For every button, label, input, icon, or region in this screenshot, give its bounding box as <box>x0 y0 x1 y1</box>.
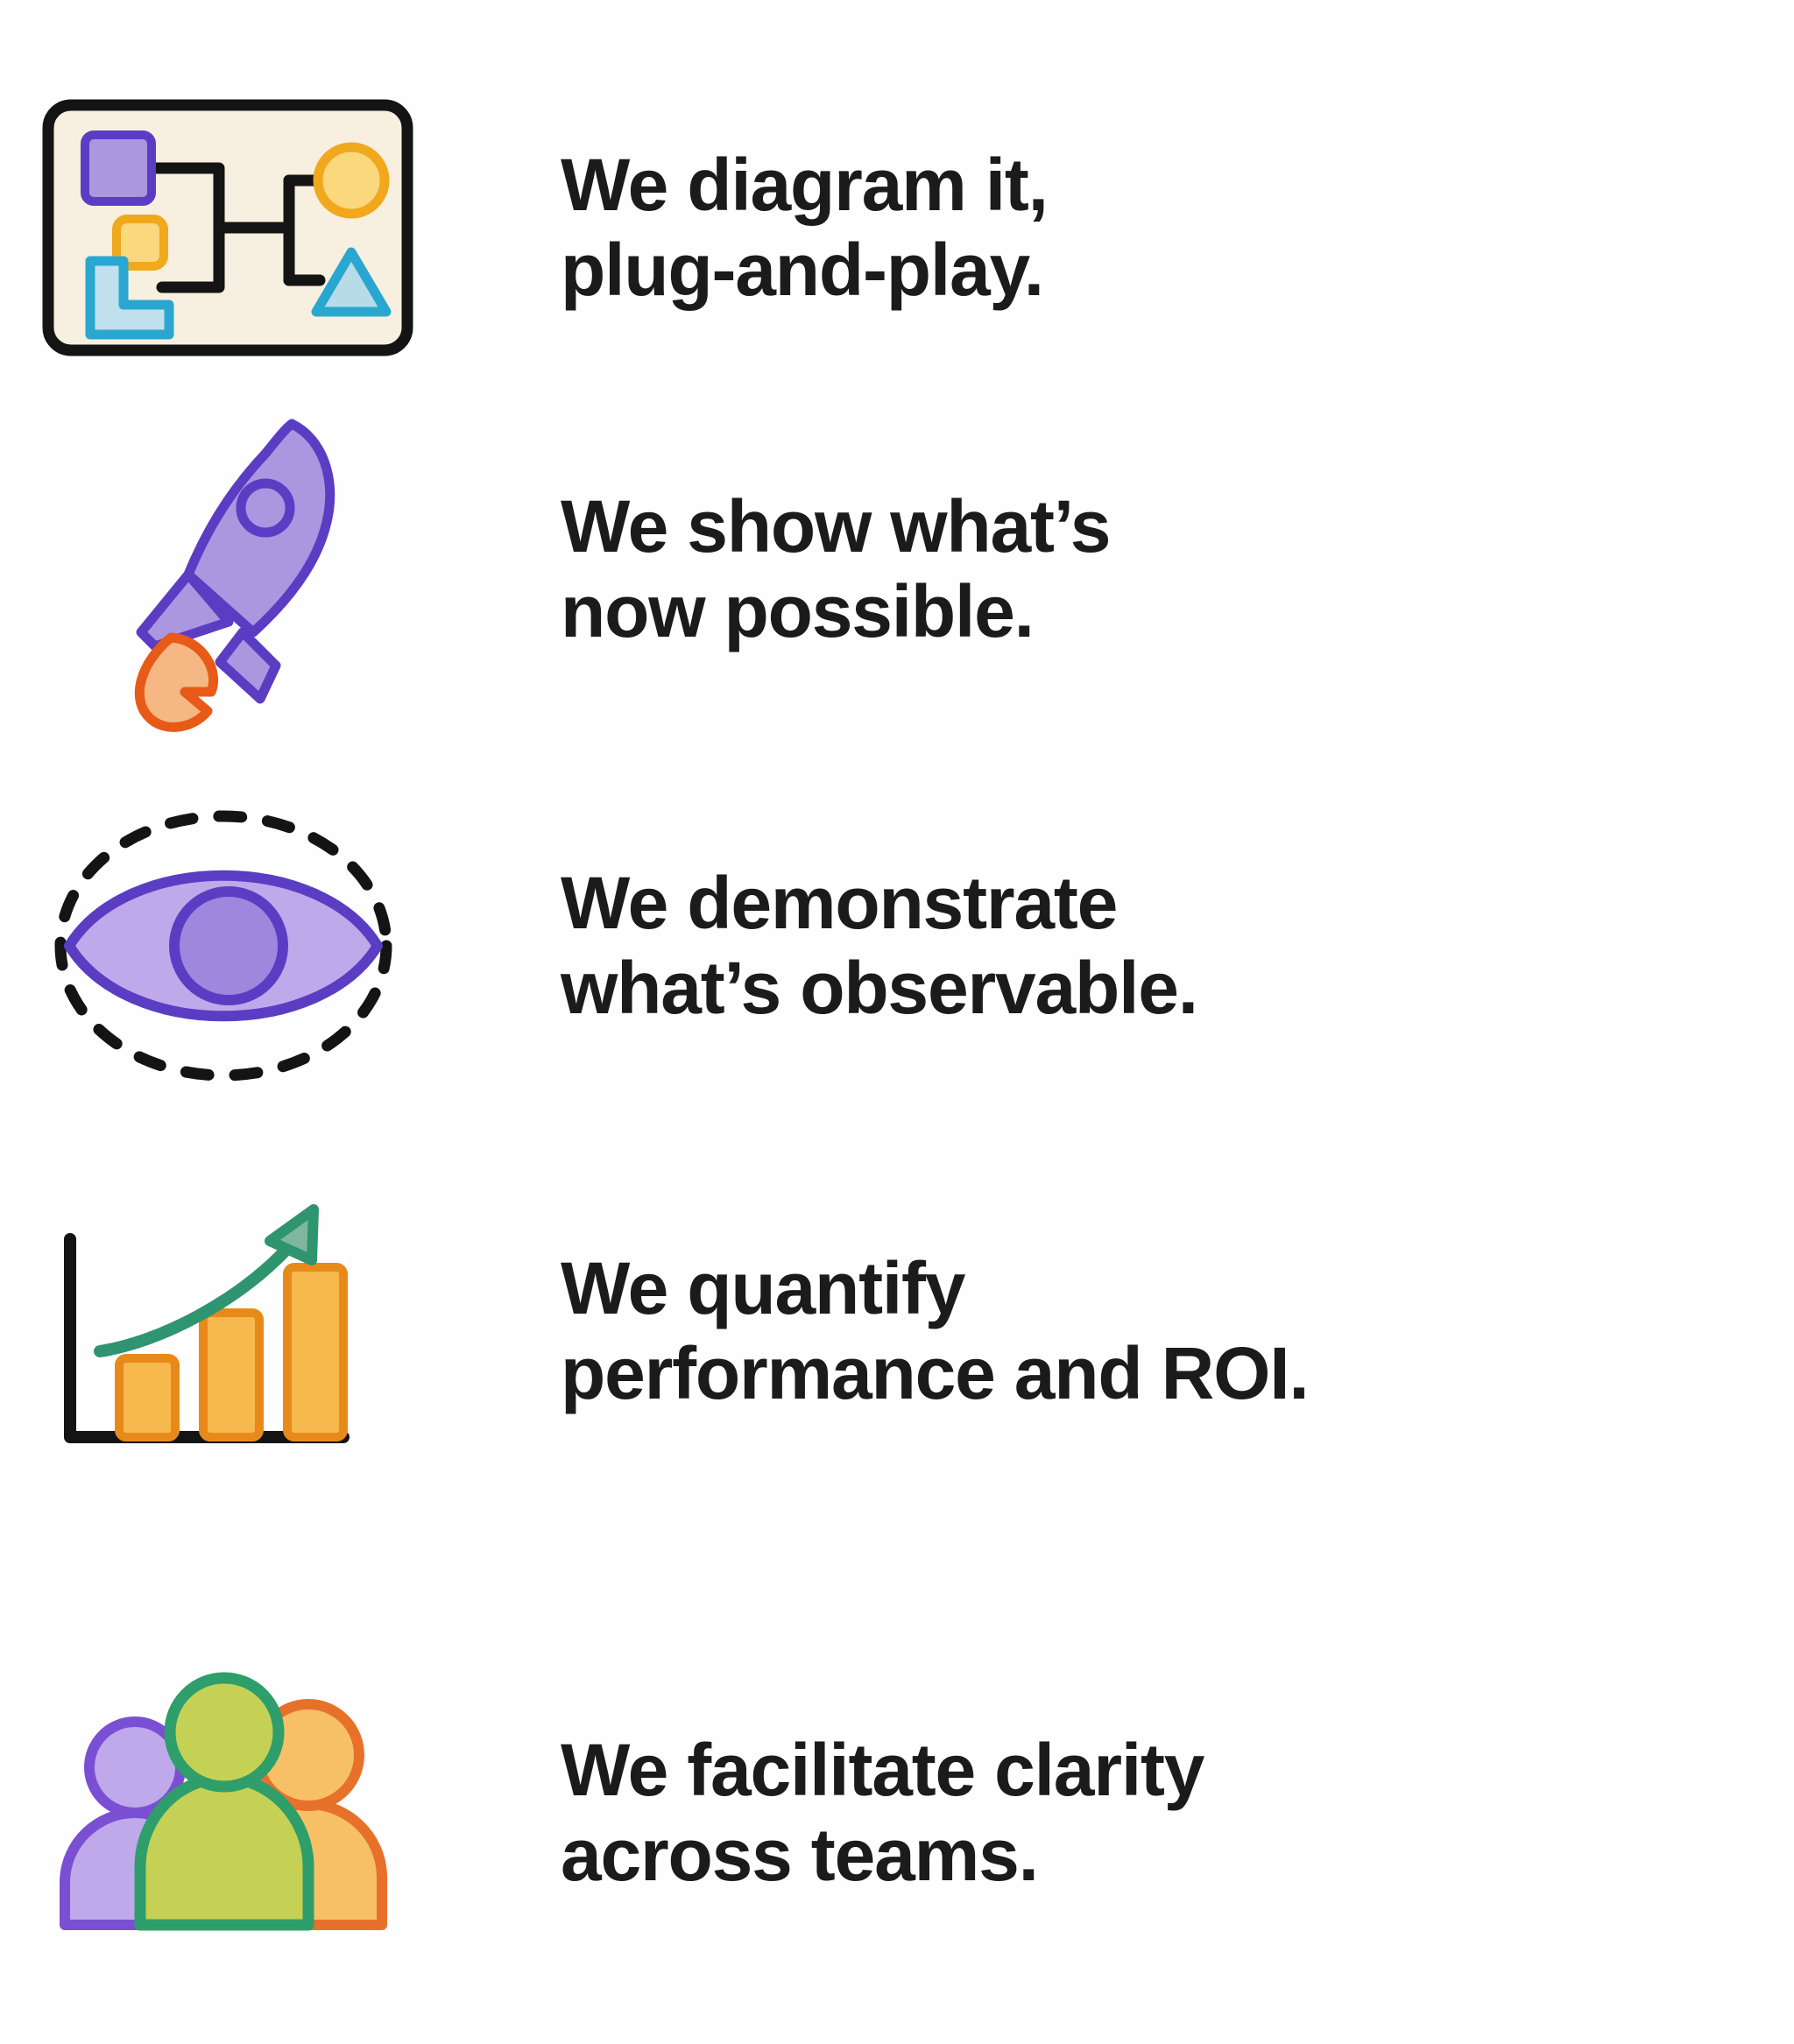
eye-observability-icon <box>54 810 392 1082</box>
caption-diagram: We diagram it, plug-and-play. <box>561 143 1049 311</box>
feature-row-eye: We demonstrate what’s observable. <box>0 771 1794 1121</box>
rocket-flame <box>134 632 219 732</box>
rocket-icon <box>134 419 335 732</box>
rocket-icon-cell <box>0 403 512 736</box>
feature-row-rocket: We show what’s now possible. <box>0 394 1794 744</box>
eye-caption-cell: We demonstrate what’s observable. <box>561 861 1794 1032</box>
team-icon-cell <box>0 1672 495 1944</box>
diagram-board-icon-cell <box>0 96 508 359</box>
rocket-right-fin <box>215 627 281 704</box>
chart-icon-cell <box>0 1187 499 1476</box>
diagram-blue-l-shape <box>85 256 174 340</box>
caption-rocket: We show what’s now possible. <box>561 484 1112 652</box>
feature-row-diagram: We diagram it, plug-and-play. <box>0 53 1794 403</box>
person-green <box>134 1672 314 1931</box>
diagram-board-icon <box>42 99 413 356</box>
chart-bar-2 <box>199 1308 264 1441</box>
caption-eye: We demonstrate what’s observable. <box>561 861 1198 1029</box>
chart-bar-1 <box>115 1354 180 1441</box>
diagram-connectors <box>131 162 326 293</box>
rocket-window-icon <box>236 478 295 538</box>
team-caption-cell: We facilitate clarity across teams. <box>561 1728 1794 1899</box>
chart-trend-line <box>94 1235 300 1357</box>
diagram-yellow-square <box>112 215 168 271</box>
caption-team: We facilitate clarity across teams. <box>561 1728 1204 1896</box>
eye-icon-cell <box>0 801 504 1090</box>
chart-caption-cell: We quantify performance and ROI. <box>561 1246 1794 1417</box>
diagram-caption-cell: We diagram it, plug-and-play. <box>561 143 1794 314</box>
chart-bar-3 <box>283 1263 348 1441</box>
diagram-purple-square <box>81 130 156 206</box>
bar-chart-growth-icon <box>64 1204 350 1443</box>
diagram-blue-triangle <box>311 247 392 317</box>
eye-dashed-outline <box>54 810 392 1082</box>
diagram-yellow-circle <box>313 142 390 219</box>
feature-row-chart: We quantify performance and ROI. <box>0 1156 1794 1506</box>
rocket-caption-cell: We show what’s now possible. <box>561 484 1794 655</box>
people-group-icon <box>60 1672 387 1931</box>
feature-row-team: We facilitate clarity across teams. <box>0 1638 1794 1988</box>
eye-iris-icon <box>169 886 288 1005</box>
chart-trend-arrowhead-icon <box>265 1204 319 1265</box>
caption-chart: We quantify performance and ROI. <box>561 1246 1310 1414</box>
